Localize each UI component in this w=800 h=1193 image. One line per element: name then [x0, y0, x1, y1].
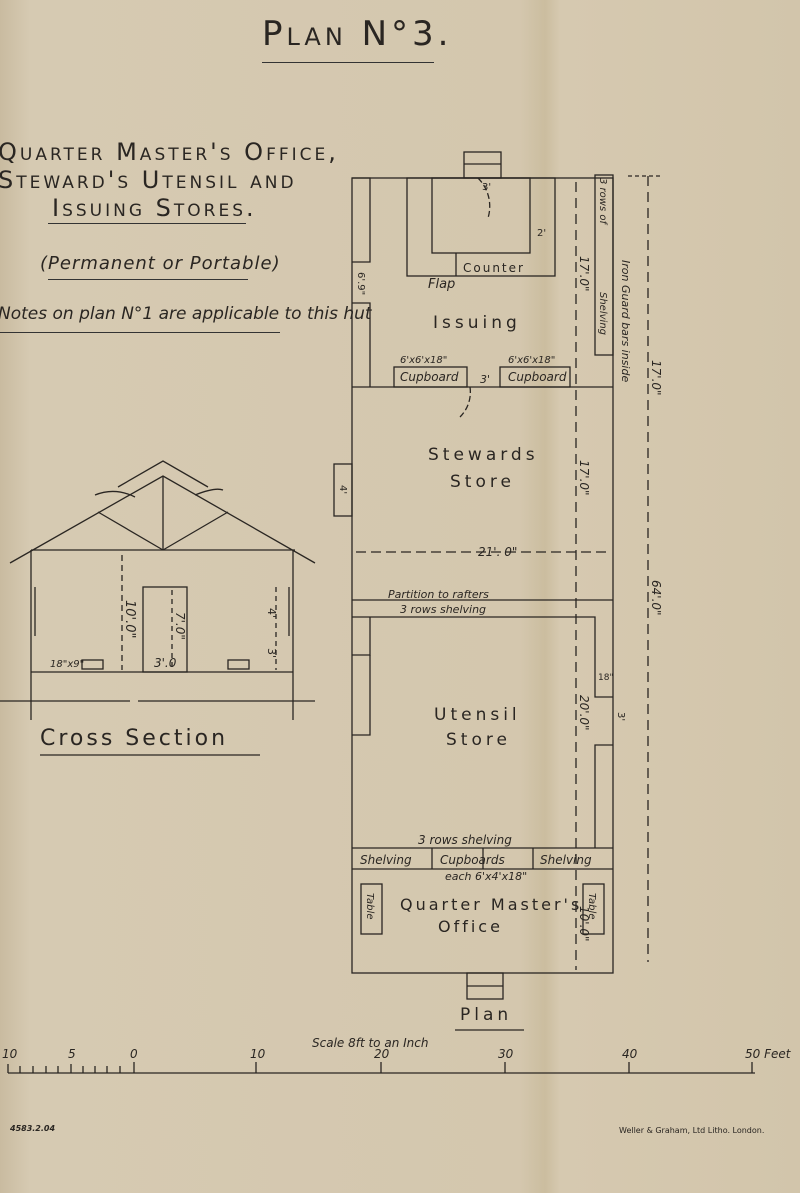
dim-20: 20'.0" — [577, 695, 591, 731]
cupboard-size-2: 6'x6'x18" — [508, 355, 555, 366]
plan — [333, 151, 660, 1000]
cupboards-size: each 6'x4'x18" — [445, 870, 527, 883]
table-right: Table — [586, 893, 597, 919]
dim-window: 4' — [265, 608, 278, 618]
cross-section-label: Cross Section — [40, 726, 228, 751]
reference-number: 4583.2.04 — [9, 1124, 55, 1133]
partition-shelving: 3 rows shelving — [400, 603, 486, 616]
dim-17-a: 17'.0" — [577, 256, 591, 292]
scale-tick-40: 40 — [622, 1047, 638, 1061]
dim-door-width: 3'.0 — [154, 656, 177, 670]
note-text: Notes on plan N°1 are applicable to this… — [0, 304, 372, 324]
label-utensil-store: Store — [446, 730, 511, 750]
scale-tick-10-neg: 10 — [2, 1047, 18, 1061]
label-counter: Counter — [463, 261, 525, 275]
dim-door-height: 7'.0" — [173, 612, 187, 640]
dim-64: 64'.0" — [649, 580, 663, 616]
label-qm: Quarter Master's — [400, 895, 582, 914]
note-underline — [0, 332, 280, 333]
label-stewards-store: Store — [450, 472, 515, 492]
dim-18: 18" — [598, 673, 614, 683]
cross-section — [0, 460, 316, 720]
title-underline — [262, 62, 434, 63]
plan-label: Plan — [460, 1005, 512, 1025]
scale-caption: Scale 8ft to an Inch — [312, 1036, 428, 1050]
dim-17-c: 17'.0" — [649, 360, 663, 396]
printer-credit: Weller & Graham, Ltd Litho. London. — [619, 1126, 764, 1135]
cupboards: Cupboards — [440, 853, 505, 867]
vent-size: 18"x9" — [50, 659, 84, 670]
cupboard-gap: 3' — [480, 373, 490, 386]
cupboard-2: Cupboard — [508, 370, 567, 384]
rows-of: 3 rows of — [597, 178, 608, 225]
scale-tick-30: 30 — [498, 1047, 514, 1061]
scale-tick-10: 10 — [250, 1047, 266, 1061]
subtitle-underline — [48, 279, 248, 280]
dim-3-window: 3' — [615, 712, 626, 721]
dim-21: 21'. 0" — [478, 545, 517, 559]
heading-line-2: Steward's Utensil and — [0, 166, 297, 194]
heading-underline — [48, 223, 246, 224]
dim-6-9: 6'.9" — [355, 272, 366, 295]
label-issuing: Issuing — [433, 313, 521, 333]
dim-17-b: 17'.0" — [577, 460, 591, 496]
cupboard-size-1: 6'x6'x18" — [400, 355, 447, 366]
subtitle: (Permanent or Portable) — [40, 253, 281, 274]
page-title: Plan N°3. — [262, 14, 453, 54]
shelving-vertical: Shelving — [597, 292, 608, 335]
partition-note: Partition to rafters — [388, 588, 489, 601]
cupboard-1: Cupboard — [400, 370, 459, 384]
iron-guard-note: Iron Guard bars inside — [619, 260, 632, 382]
label-stewards: Stewards — [428, 445, 539, 465]
dim-4: 4' — [337, 485, 348, 494]
label-utensil: Utensil — [434, 705, 521, 725]
heading-line-3: Issuing Stores. — [52, 194, 257, 222]
dim-sill: 3' — [265, 648, 278, 658]
table-left: Table — [364, 893, 375, 919]
scale-tick-20: 20 — [374, 1047, 390, 1061]
label-qm-office: Office — [438, 917, 503, 936]
shelving-rows: 3 rows shelving — [418, 833, 512, 847]
label-flap: Flap — [428, 277, 455, 292]
shelving-left: Shelving — [360, 853, 412, 867]
dim-2: 2' — [537, 228, 546, 239]
scale-tick-5: 5 — [68, 1047, 76, 1061]
dim-3: 3' — [482, 182, 491, 193]
scale-bar — [7, 1062, 755, 1074]
scale-tick-50: 50 Feet — [745, 1047, 792, 1061]
dim-10: 10'.0" — [577, 906, 591, 942]
heading-line-1: Quarter Master's Office, — [0, 138, 339, 166]
scale-tick-0: 0 — [130, 1047, 138, 1061]
shelving-right: Shelving — [540, 853, 592, 867]
dim-height: 10'.0" — [122, 600, 137, 639]
